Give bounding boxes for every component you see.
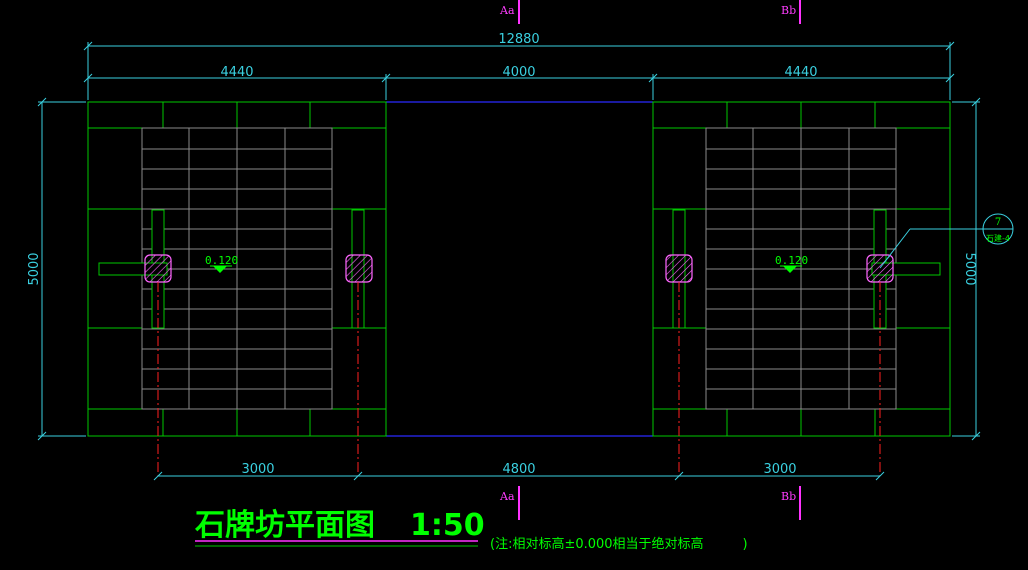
overall-dimension	[83, 41, 955, 100]
section-mark-top-right: Bb	[781, 0, 801, 24]
detail-sheet: 石建-4	[986, 233, 1010, 243]
column-axis-lines	[157, 282, 881, 476]
middle-opening	[386, 101, 653, 437]
left-height-label: 5000	[27, 252, 42, 285]
right-height-label: 5000	[962, 252, 977, 285]
drawing-title: 石牌坊平面图	[194, 508, 375, 543]
right-paving-grid	[705, 127, 897, 410]
middle-bay-label: 4000	[502, 65, 535, 80]
left-height-dimension	[37, 97, 86, 441]
section-mark-bottom-left: Aa	[499, 486, 520, 520]
column-right-outer	[866, 254, 894, 283]
detail-callout: 7 石建-4	[879, 213, 1014, 269]
overall-width-label: 12880	[498, 32, 539, 47]
section-label-top-right: Bb	[781, 4, 796, 17]
drawing-scale: 1:50	[410, 508, 485, 543]
section-mark-top-left: Aa	[499, 0, 520, 24]
detail-number: 7	[995, 217, 1001, 228]
right-bay-label: 4440	[784, 65, 817, 80]
bottom-dimension-line	[153, 471, 885, 481]
right-pier	[652, 101, 951, 437]
left-bay-label: 4440	[220, 65, 253, 80]
drawing-note: (注:相对标高±0.000相当于绝对标高 )	[490, 536, 748, 552]
section-label-top-left: Aa	[499, 4, 515, 17]
section-label-bottom-left: Aa	[499, 490, 515, 503]
section-mark-bottom-right: Bb	[781, 486, 801, 520]
column-left-inner	[345, 254, 373, 283]
left-paving-grid	[141, 127, 333, 410]
left-level-marker: 0.120	[205, 254, 238, 273]
bottom-right-dim-label: 3000	[763, 462, 796, 477]
left-level-label: 0.120	[205, 254, 238, 267]
bottom-middle-dim-label: 4800	[502, 462, 535, 477]
bottom-left-dim-label: 3000	[241, 462, 274, 477]
right-height-dimension	[952, 97, 981, 441]
section-label-bottom-right: Bb	[781, 490, 796, 503]
column-left-outer	[144, 254, 172, 283]
right-level-marker: 0.120	[775, 254, 808, 273]
bay-dimension-line	[83, 73, 955, 100]
right-level-label: 0.120	[775, 254, 808, 267]
column-right-inner	[665, 254, 693, 283]
